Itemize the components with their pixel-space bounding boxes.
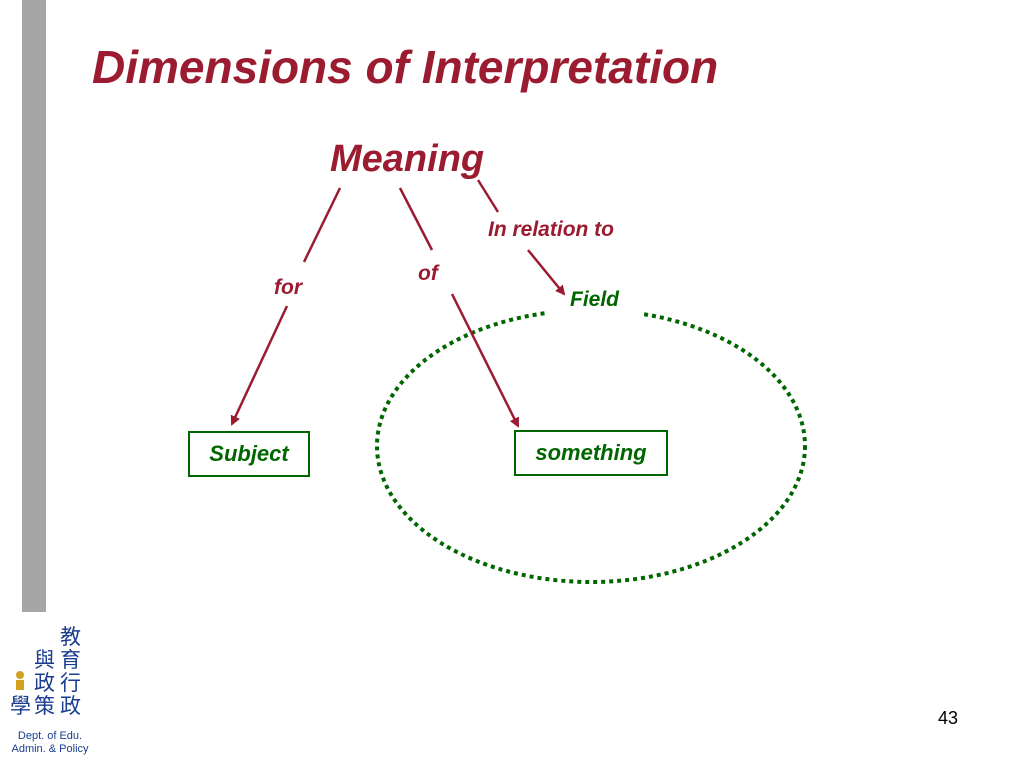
logo-char: 政 xyxy=(34,671,55,695)
logo-caption-line2: Admin. & Policy xyxy=(11,743,89,755)
meaning-label: Meaning xyxy=(330,138,485,180)
logo-caption-line1: Dept. of Edu. xyxy=(17,730,83,742)
page-number: 43 xyxy=(938,708,959,728)
logo-char: 策 xyxy=(34,694,55,718)
logo-char: 政 xyxy=(60,694,81,718)
edge-in-relation-upper xyxy=(476,179,500,213)
logo-figure-body-icon xyxy=(16,680,24,690)
something-box: something xyxy=(514,430,668,476)
logo-char: 學 xyxy=(10,694,31,718)
edge-of-upper xyxy=(398,187,434,251)
of-label: of xyxy=(418,262,438,285)
subject-box: Subject xyxy=(188,431,310,477)
logo-char: 行 xyxy=(60,671,81,695)
logo-char: 與 xyxy=(34,648,55,672)
edge-of-lower xyxy=(450,293,520,428)
field-label-gap xyxy=(548,290,644,330)
logo-char: 育 xyxy=(60,648,81,672)
edge-for-lower xyxy=(230,305,289,426)
logo-figure-icon xyxy=(16,671,24,679)
edge-in-relation-lower xyxy=(527,249,566,296)
in-relation-to-label: In relation to xyxy=(488,218,614,241)
for-label: for xyxy=(274,276,302,299)
logo-char: 教 xyxy=(60,625,81,649)
edge-for-upper xyxy=(302,187,342,263)
left-sidebar-bar xyxy=(22,0,46,612)
logo-caption: Dept. of Edu. Admin. & Policy xyxy=(10,730,90,756)
slide-title: Dimensions of Interpretation xyxy=(92,41,719,93)
department-logo: 教 育 與 行 政 政 學 策 xyxy=(10,625,81,718)
field-label: Field xyxy=(570,288,620,311)
